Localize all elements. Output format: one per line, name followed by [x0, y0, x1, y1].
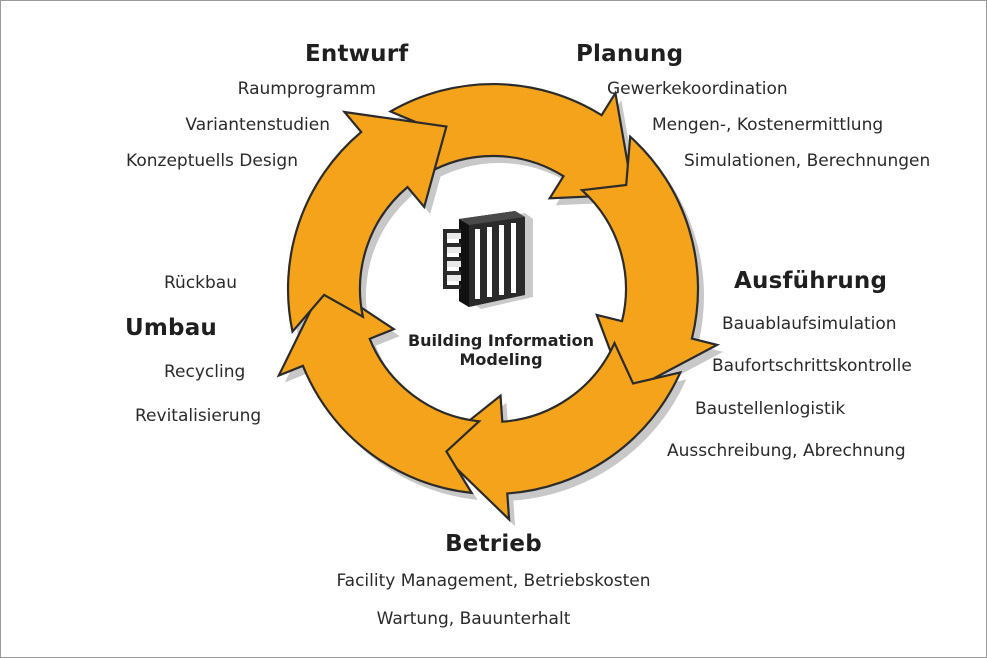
betrieb-item: Wartung, Bauunterhalt [376, 609, 571, 629]
umbau-item: Recycling [164, 362, 246, 382]
entwurf-item: Konzeptuells Design [126, 151, 298, 171]
arrow-ausfuehrung-to-betrieb [433, 340, 683, 523]
arrow-umbau-to-entwurf [286, 110, 448, 335]
phase-title-entwurf: Entwurf [305, 41, 409, 67]
umbau-item: Revitalisierung [135, 406, 262, 426]
ausfuehrung-item: Bauablaufsimulation [722, 314, 897, 334]
betrieb-item: Facility Management, Betriebskosten [336, 571, 651, 591]
phase-title-planung: Planung [576, 41, 684, 67]
ausfuehrung-item: Baufortschrittskontrolle [712, 356, 912, 376]
building-icon [443, 211, 533, 309]
planung-item: Simulationen, Berechnungen [684, 151, 931, 171]
phase-title-umbau: Umbau [125, 315, 218, 341]
arrow-betrieb-to-umbau [276, 281, 482, 495]
phase-title-betrieb: Betrieb [445, 531, 542, 557]
umbau-item: Rückbau [164, 273, 237, 293]
center-title-line2: Modeling [459, 350, 543, 369]
phase-title-ausfuehrung: Ausführung [734, 268, 888, 294]
center-title-line1: Building Information [407, 331, 595, 350]
planung-item: Mengen-, Kostenermittlung [652, 115, 884, 135]
arrow-entwurf-to-planung [388, 82, 635, 200]
ausfuehrung-item: Ausschreibung, Abrechnung [667, 441, 906, 461]
planung-item: Gewerkekoordination [607, 79, 788, 99]
ausfuehrung-item: Baustellenlogistik [695, 399, 846, 419]
center-title: Building Information Modeling [381, 331, 621, 369]
entwurf-item: Raumprogramm [237, 79, 376, 99]
arrow-planung-to-ausfuehrung [579, 134, 721, 395]
entwurf-item: Variantenstudien [185, 115, 330, 135]
